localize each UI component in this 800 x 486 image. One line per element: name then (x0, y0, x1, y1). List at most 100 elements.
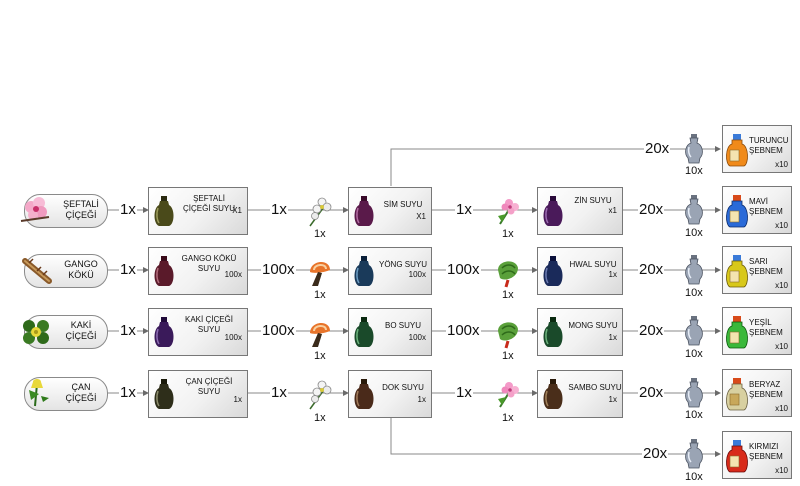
box-quantity: x1 (608, 206, 617, 215)
ratio-label: 100x (446, 261, 481, 278)
ratio-label: 1x (119, 322, 137, 339)
ratio-label: 20x (644, 140, 671, 157)
green-potion-icon (726, 316, 748, 349)
source-label: ŞEFTALİ ÇİÇEĞİ (63, 199, 99, 220)
stage3-box-sambo: SAMBO SUYU 1x (537, 370, 623, 418)
product-mavi-sebnem: MAVİ ŞEBNEM x10 (722, 186, 792, 234)
white-potion-icon (726, 378, 748, 411)
mushroom-icon (310, 261, 330, 286)
box-quantity: 1x (608, 270, 617, 279)
product-label: MAVİ ŞEBNEM (749, 197, 783, 216)
flask-count: 10x (685, 287, 703, 299)
vase-icon (354, 379, 374, 409)
box-label: KAKİ ÇİÇEĞİ SUYU (184, 315, 233, 334)
stage3-box-hwal: HWAL SUYU 1x (537, 247, 623, 295)
pink-flower-icon (498, 382, 519, 408)
ratio-label: 100x (446, 322, 481, 339)
box-label: ŞEFTALİ ÇİÇEĞİ SUYU (182, 194, 235, 213)
stage2-box-dok: DOK SUYU 1x (348, 370, 432, 418)
flask-count: 10x (685, 348, 703, 360)
vase-icon (154, 379, 174, 409)
stage1-box-kaki: KAKİ ÇİÇEĞİ SUYU 100x (148, 308, 248, 356)
product-quantity: x10 (775, 221, 788, 230)
stage1-box-gango: GANGO KÖKÜ SUYU 100x (148, 247, 248, 295)
green-herb-icon (498, 322, 518, 349)
flask-count: 10x (685, 227, 703, 239)
box-quantity: 1x (233, 395, 242, 404)
box-quantity: 100x (224, 270, 242, 279)
product-beryaz-sebnem: BERYAZ ŞEBNEM x10 (722, 369, 792, 417)
bell-flower-icon (29, 379, 49, 407)
empty-flask-icon (685, 439, 703, 469)
ratio-label: 1x (455, 201, 473, 218)
source-can-cicegi: ÇAN ÇİÇEĞİ (24, 377, 108, 411)
product-label: BERYAZ ŞEBNEM (749, 380, 783, 399)
stage1-box-seftali: ŞEFTALİ ÇİÇEĞİ SUYU X1 (148, 187, 248, 235)
product-yesil-sebnem: YEŞİL ŞEBNEM x10 (722, 307, 792, 355)
ratio-label: 1x (455, 384, 473, 401)
source-label: KAKİ ÇİÇEĞİ (65, 320, 97, 341)
flask-count: 10x (685, 471, 703, 483)
product-turuncu-sebnem: TURUNCU ŞEBNEM x10 (722, 125, 792, 173)
pink-flower-icon (498, 199, 519, 225)
box-label: SAMBO SUYU (568, 383, 622, 392)
empty-flask-icon (685, 255, 703, 285)
box-label: ÇAN ÇİÇEĞİ SUYU (185, 377, 233, 396)
product-quantity: x10 (775, 342, 788, 351)
stage2-box-sim: SİM SUYU X1 (348, 187, 432, 235)
flask-count: 10x (685, 165, 703, 177)
box-label: BO SUYU (384, 321, 421, 330)
product-kirmizi-sebnem: KIRMIZI ŞEBNEM x10 (722, 431, 792, 479)
stage2-box-bo: BO SUYU 100x (348, 308, 432, 356)
item-count: 1x (314, 228, 326, 240)
vase-icon (154, 196, 174, 226)
product-quantity: x10 (775, 281, 788, 290)
empty-flask-icon (685, 316, 703, 346)
red-potion-icon (726, 440, 748, 473)
box-label: HWAL SUYU (569, 260, 617, 269)
ratio-label: 1x (270, 384, 288, 401)
vase-icon (543, 196, 563, 226)
product-label: YEŞİL ŞEBNEM (749, 318, 783, 337)
vase-icon (543, 256, 563, 286)
ratio-label: 20x (642, 445, 669, 462)
product-quantity: x10 (775, 160, 788, 169)
yellow-potion-icon (726, 255, 748, 288)
box-quantity: 100x (224, 333, 242, 342)
vase-icon (354, 256, 374, 286)
vase-icon (154, 256, 174, 286)
item-count: 1x (502, 228, 514, 240)
root-stick-icon (22, 258, 52, 284)
ratio-label: 1x (119, 201, 137, 218)
source-gango-koku: GANGO KÖKÜ (22, 254, 108, 288)
box-quantity: 1x (608, 395, 617, 404)
vase-icon (543, 379, 563, 409)
source-label: ÇAN ÇİÇEĞİ (65, 382, 97, 403)
box-label: ZİN SUYU (574, 196, 612, 205)
box-quantity: 1x (417, 395, 426, 404)
source-seftali-cicegi: ŞEFTALİ ÇİÇEĞİ (20, 194, 108, 228)
box-quantity: X1 (232, 206, 242, 215)
item-count: 1x (314, 412, 326, 424)
stage3-box-zin: ZİN SUYU x1 (537, 187, 623, 235)
ratio-label: 20x (638, 384, 665, 401)
vase-icon (543, 317, 563, 347)
ratio-label: 1x (119, 384, 137, 401)
vase-icon (354, 317, 374, 347)
box-label: SİM SUYU (383, 200, 423, 209)
item-count: 1x (314, 350, 326, 362)
green-herb-icon (498, 261, 518, 288)
ratio-label: 20x (638, 201, 665, 218)
box-quantity: 100x (408, 270, 426, 279)
white-flower-icon (309, 197, 332, 227)
product-label: TURUNCU ŞEBNEM (749, 136, 789, 155)
item-count: 1x (502, 412, 514, 424)
box-quantity: 1x (608, 333, 617, 342)
blue-potion-icon (726, 195, 748, 228)
white-flower-icon (309, 380, 332, 410)
product-sari-sebnem: SARI ŞEBNEM x10 (722, 246, 792, 294)
vase-icon (154, 317, 174, 347)
stage2-box-yong: YÖNG SUYU 100x (348, 247, 432, 295)
ratio-label: 100x (261, 322, 296, 339)
